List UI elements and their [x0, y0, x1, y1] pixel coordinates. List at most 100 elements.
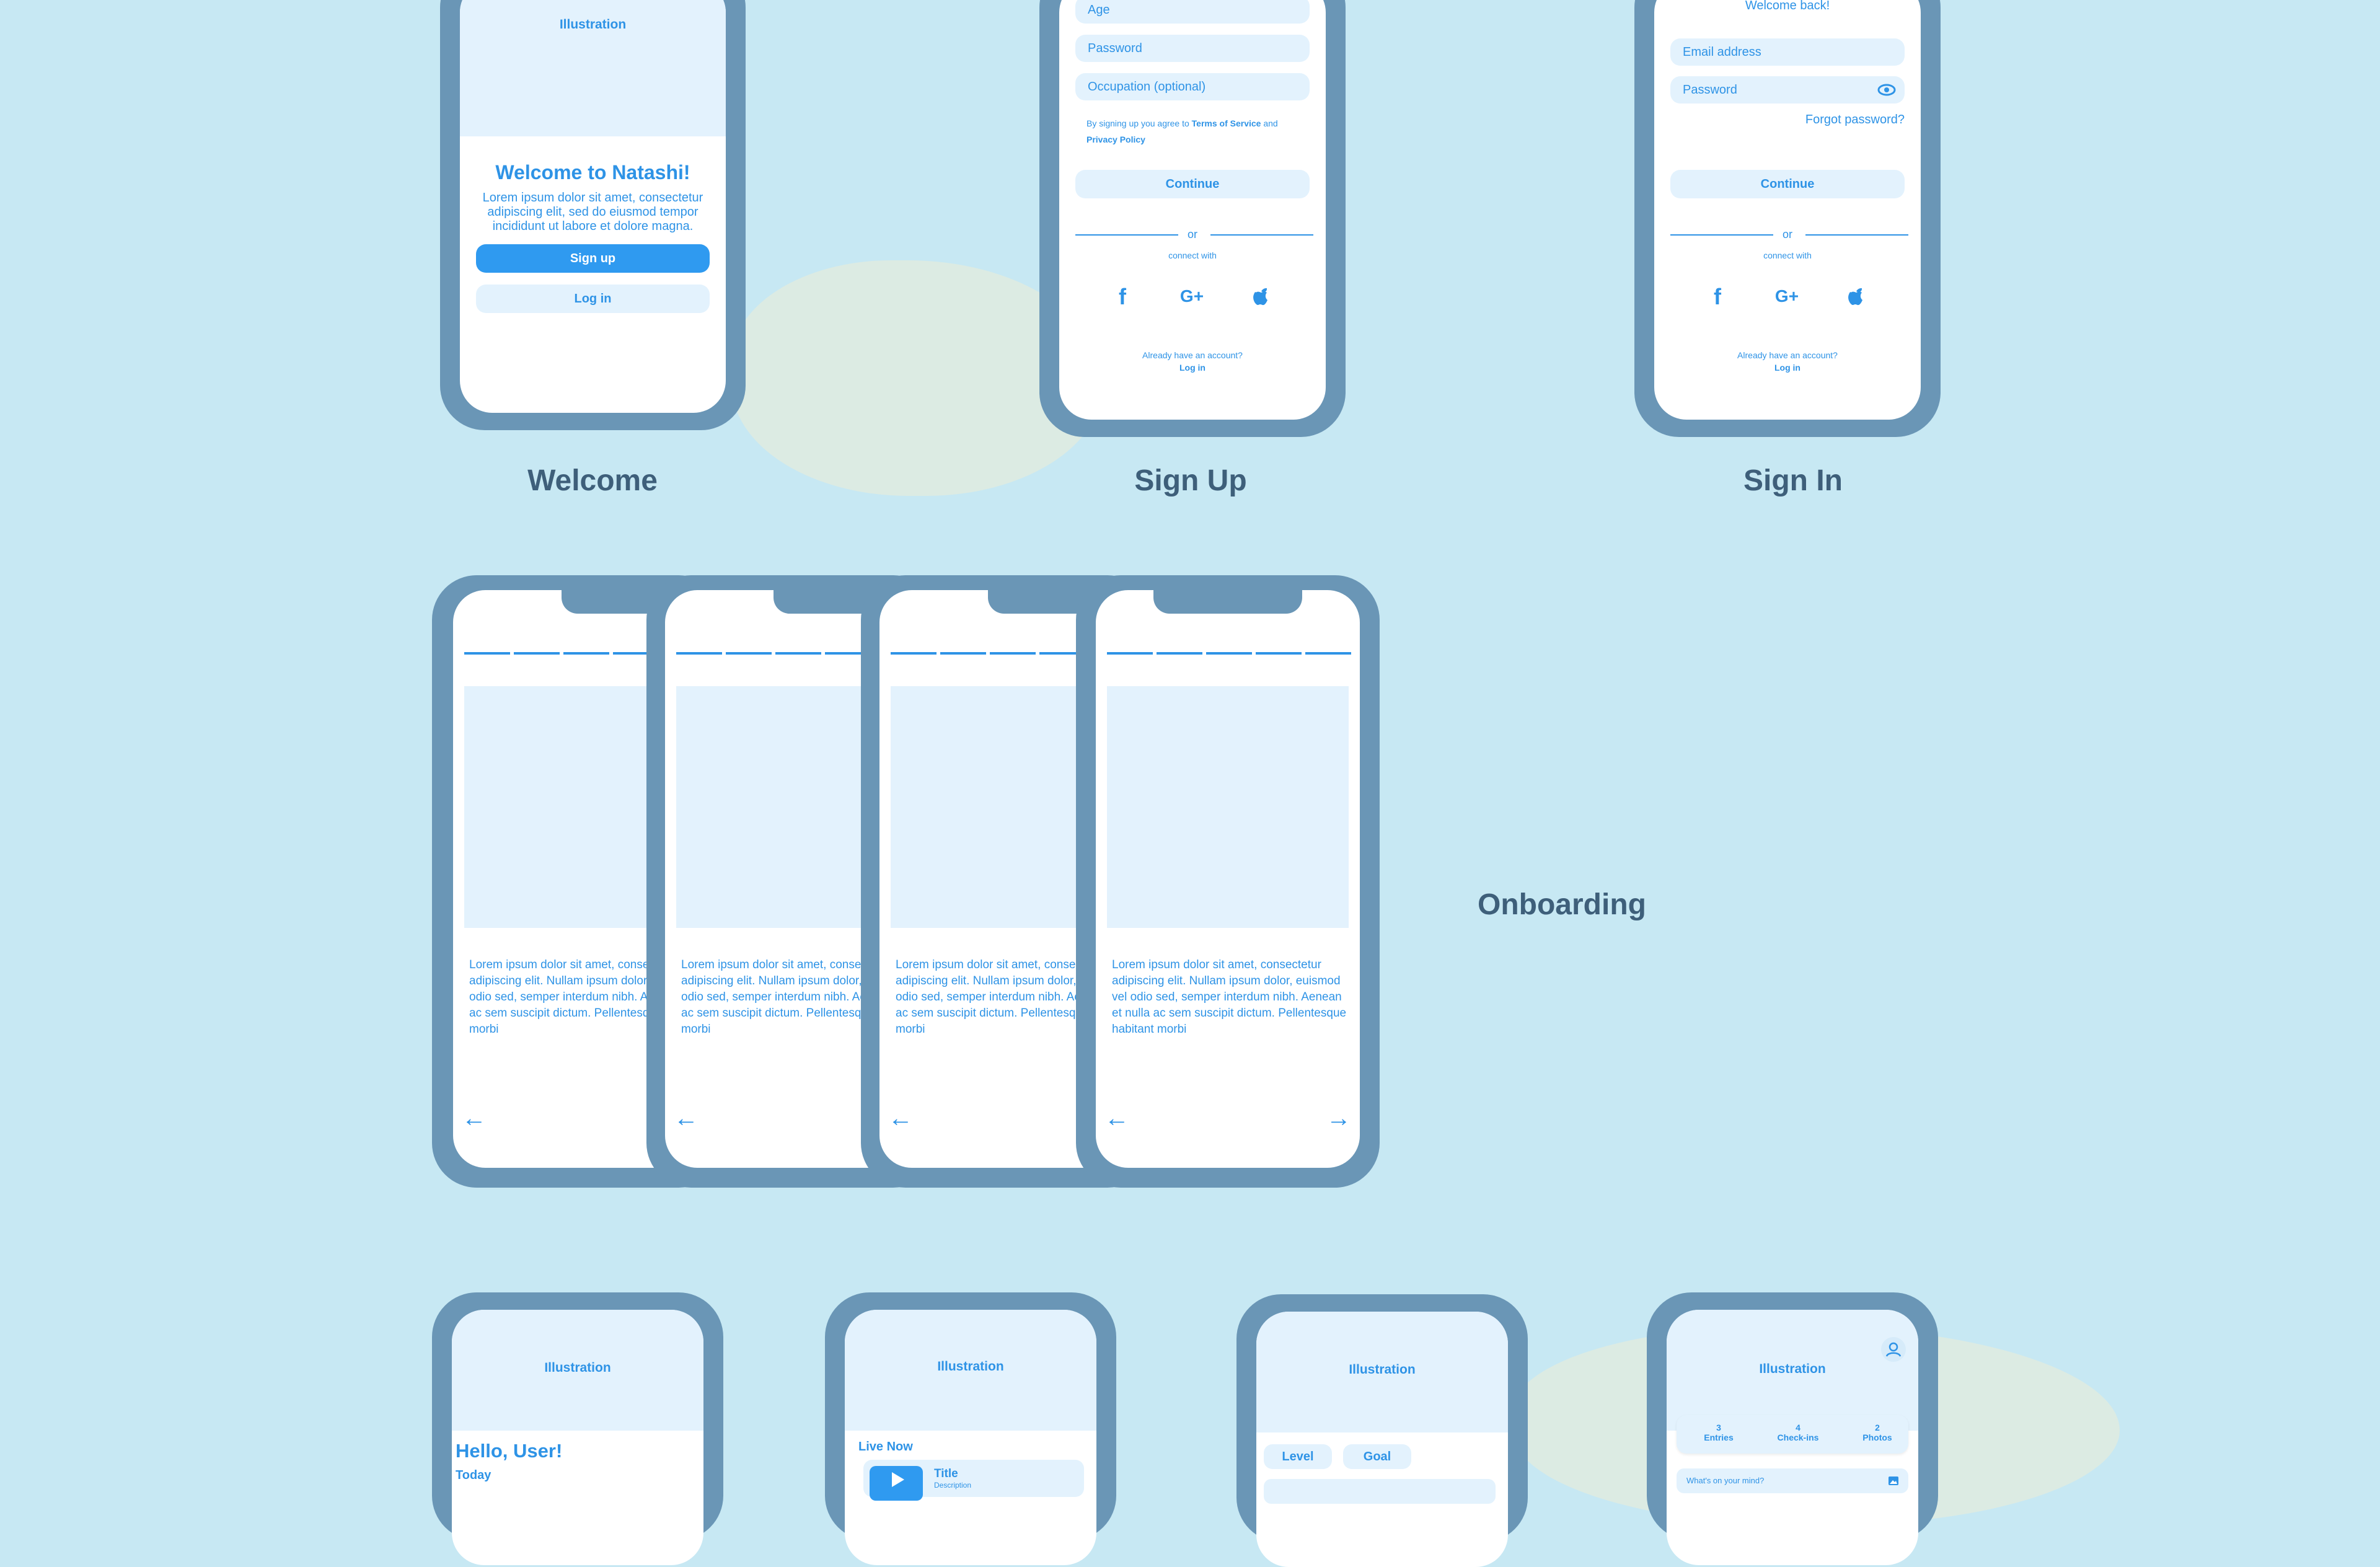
- age-field[interactable]: Age: [1075, 0, 1310, 24]
- signup-button[interactable]: Sign up: [476, 244, 710, 273]
- progress-segment: [676, 652, 722, 655]
- post-composer[interactable]: What's on your mind?: [1677, 1468, 1908, 1493]
- eye-icon[interactable]: [1877, 76, 1896, 113]
- connect-with-text: connect with: [1763, 250, 1812, 260]
- password-field[interactable]: Password: [1075, 35, 1310, 62]
- live-screen: Illustration Live Now Title Description: [845, 1310, 1096, 1565]
- goals-card: [1264, 1479, 1496, 1504]
- stat-checkins[interactable]: 4 Check-ins: [1761, 1423, 1835, 1442]
- privacy-policy-link[interactable]: Privacy Policy: [1086, 135, 1145, 144]
- continue-button[interactable]: Continue: [1075, 170, 1310, 198]
- signin-screen: Welcome back! Email address Password For…: [1654, 0, 1921, 420]
- terms-prefix: By signing up you agree to: [1086, 118, 1192, 128]
- progress-segment: [1039, 652, 1085, 655]
- user-icon[interactable]: [1881, 1337, 1906, 1362]
- onboarding-caption: Onboarding: [1478, 888, 1646, 921]
- divider-right: [1805, 234, 1908, 236]
- or-text: or: [1187, 228, 1197, 241]
- stat-photos[interactable]: 2 Photos: [1840, 1423, 1915, 1442]
- home-illustration: Illustration: [452, 1310, 703, 1431]
- back-arrow-icon[interactable]: ←: [1104, 1105, 1129, 1132]
- goal-chip[interactable]: Goal: [1343, 1444, 1411, 1469]
- progress-segment: [563, 652, 609, 655]
- illustration-label: Illustration: [544, 1361, 611, 1375]
- profile-phone: Illustration 3 Entries 4 Check-ins 2 Pho…: [1647, 1292, 1938, 1565]
- greeting: Hello, User!: [456, 1440, 563, 1462]
- play-button-icon[interactable]: [870, 1466, 923, 1501]
- apple-icon[interactable]: [1839, 284, 1874, 314]
- profile-illustration: Illustration: [1667, 1310, 1918, 1431]
- welcome-illustration: Illustration: [460, 0, 726, 136]
- stat-entries[interactable]: 3 Entries: [1681, 1423, 1756, 1442]
- today-heading: Today: [456, 1468, 491, 1482]
- apple-icon[interactable]: [1244, 284, 1279, 314]
- login-button[interactable]: Log in: [476, 285, 710, 313]
- stat-label: Check-ins: [1777, 1432, 1819, 1442]
- onboarding-text: Lorem ipsum dolor sit amet, consectetur …: [681, 958, 918, 1036]
- level-chip[interactable]: Level: [1264, 1444, 1332, 1469]
- illustration-label: Illustration: [1759, 1362, 1826, 1376]
- signin-continue-button[interactable]: Continue: [1670, 170, 1905, 198]
- stats-card: 3 Entries 4 Check-ins 2 Photos: [1677, 1415, 1908, 1454]
- progress-segment: [1157, 652, 1202, 655]
- forgot-password-link[interactable]: Forgot password?: [1805, 113, 1905, 126]
- back-arrow-icon[interactable]: ←: [888, 1105, 913, 1132]
- progress-segment: [891, 652, 937, 655]
- email-field[interactable]: Email address: [1670, 38, 1905, 66]
- composer-placeholder: What's on your mind?: [1686, 1476, 1765, 1485]
- onboarding-phone-4: Lorem ipsum dolor sit amet, consectetur …: [1076, 575, 1380, 1188]
- live-item-description: Description: [934, 1481, 972, 1490]
- signup-screen: Age Password Occupation (optional) By si…: [1059, 0, 1326, 420]
- occupation-field[interactable]: Occupation (optional): [1075, 73, 1310, 100]
- have-account-text: Already have an account?: [1737, 350, 1838, 360]
- goals-screen: Illustration Level Goal: [1256, 1312, 1508, 1567]
- signup-caption: Sign Up: [1134, 464, 1247, 497]
- signup-login-link[interactable]: Log in: [1179, 363, 1205, 373]
- goals-phone: Illustration Level Goal: [1236, 1294, 1528, 1567]
- progress-segment: [464, 652, 510, 655]
- password-placeholder: Password: [1683, 83, 1737, 97]
- stat-value: 4: [1796, 1423, 1800, 1432]
- signup-phone: Age Password Occupation (optional) By si…: [1039, 0, 1346, 437]
- live-now-heading: Live Now: [858, 1440, 913, 1454]
- signin-phone: Welcome back! Email address Password For…: [1634, 0, 1941, 437]
- goals-illustration: Illustration: [1256, 1312, 1508, 1432]
- welcome-body: Lorem ipsum dolor sit amet, consectetur …: [482, 191, 703, 233]
- facebook-icon[interactable]: f: [1714, 284, 1721, 309]
- google-plus-icon[interactable]: G+: [1774, 286, 1799, 306]
- onboarding-text: Lorem ipsum dolor sit amet, consectetur …: [1112, 958, 1347, 1036]
- back-arrow-icon[interactable]: ←: [674, 1105, 699, 1132]
- image-icon[interactable]: [1887, 1475, 1900, 1490]
- terms-text: By signing up you agree to Terms of Serv…: [1086, 115, 1301, 148]
- divider-left: [1075, 234, 1178, 236]
- signin-caption: Sign In: [1743, 464, 1843, 497]
- next-arrow-icon[interactable]: →: [1326, 1105, 1351, 1132]
- progress-segment: [1107, 652, 1153, 655]
- home-phone: Illustration Hello, User! Today: [432, 1292, 723, 1565]
- welcome-phone: Illustration Welcome to Natashi! Lorem i…: [440, 0, 746, 430]
- illustration-label: Illustration: [937, 1359, 1004, 1374]
- live-phone: Illustration Live Now Title Description: [825, 1292, 1116, 1565]
- signin-login-link[interactable]: Log in: [1774, 363, 1800, 373]
- or-text: or: [1782, 228, 1792, 241]
- welcome-caption: Welcome: [527, 464, 658, 497]
- facebook-icon[interactable]: f: [1119, 284, 1126, 309]
- back-arrow-icon[interactable]: ←: [462, 1105, 487, 1132]
- progress-segment: [940, 652, 986, 655]
- notch: [1153, 590, 1302, 614]
- stat-label: Photos: [1862, 1432, 1892, 1442]
- progress-segment: [775, 652, 821, 655]
- illustration-label: Illustration: [559, 17, 627, 32]
- signin-password-field[interactable]: Password: [1670, 76, 1905, 104]
- progress-segment: [825, 652, 871, 655]
- live-item-title: Title: [934, 1467, 958, 1480]
- divider-right: [1210, 234, 1313, 236]
- google-plus-icon[interactable]: G+: [1179, 286, 1204, 306]
- progress-segment: [990, 652, 1036, 655]
- welcome-title: Welcome to Natashi!: [495, 161, 690, 183]
- terms-of-service-link[interactable]: Terms of Service: [1191, 118, 1261, 128]
- welcome-screen: Illustration Welcome to Natashi! Lorem i…: [460, 0, 726, 413]
- live-item[interactable]: Title Description: [863, 1460, 1084, 1501]
- progress-segment: [613, 652, 659, 655]
- welcome-back-text: Welcome back!: [1745, 0, 1830, 12]
